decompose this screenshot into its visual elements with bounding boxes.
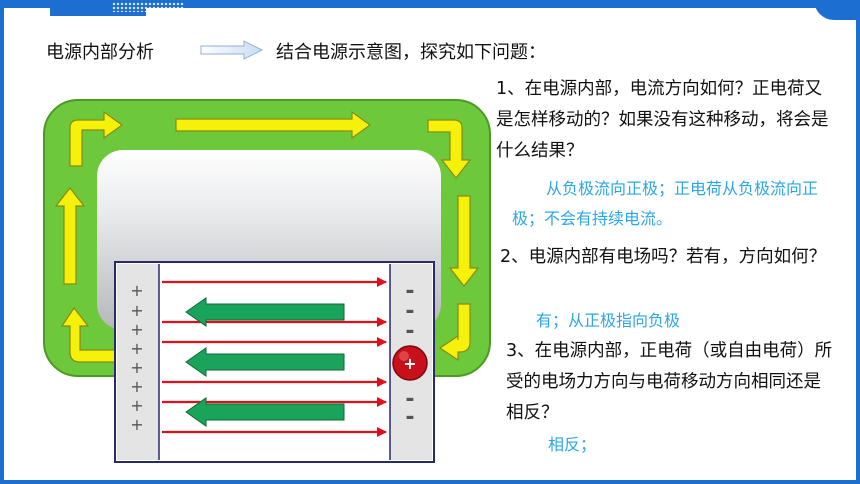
minus-sign: - — [405, 319, 414, 344]
question-2: 2、电源内部有电场吗？若有，方向如何？ — [500, 247, 827, 267]
plus-sign: + — [130, 320, 143, 339]
electric-field-lines — [162, 277, 387, 437]
green-arrow-left — [185, 347, 345, 377]
minus-sign: - — [405, 279, 414, 304]
force-arrows — [185, 297, 345, 427]
slide-top-tab — [50, 0, 184, 16]
yellow-arrow-corner-tl — [69, 110, 124, 167]
positive-charges: + + + + + + + + — [130, 281, 143, 434]
current-direction-arrows — [54, 110, 480, 363]
minus-sign: - — [405, 299, 414, 324]
charge-label: + — [403, 354, 416, 373]
minus-sign: - — [405, 405, 414, 430]
answer-1: 从负极流向正极；正电荷从负极流向正极；不会有持续电流。 — [512, 179, 819, 228]
power-source-diagram: + + + + + + + + - - - - - + — [43, 99, 491, 463]
plus-sign: + — [130, 281, 143, 300]
question-1: 1、在电源内部，电流方向如何？正电荷又是怎样移动的？如果没有这种移动，将会是什么… — [496, 79, 829, 161]
green-arrow-left — [185, 397, 345, 427]
page-title: 电源内部分析 — [46, 42, 154, 63]
plus-sign: + — [130, 339, 143, 358]
yellow-arrow-right — [448, 195, 480, 287]
plus-sign: + — [130, 301, 143, 320]
plus-sign: + — [130, 396, 143, 415]
yellow-arrow-top-1 — [175, 110, 372, 140]
yellow-arrow-corner-bl — [60, 306, 119, 363]
positive-charge: + — [392, 345, 428, 381]
yellow-arrow-corner-br — [438, 303, 471, 362]
answer-2: 有；从正极指向负极 — [536, 311, 681, 330]
yellow-arrow-corner-tr — [427, 119, 472, 179]
plus-sign: + — [130, 358, 143, 377]
green-arrow-left — [185, 297, 345, 327]
intro-text: 结合电源示意图，探究如下问题： — [276, 42, 546, 63]
slide-corner-decoration — [814, 0, 860, 20]
right-arrow-icon — [200, 40, 264, 60]
question-3: 3、在电源内部，正电荷（或自由电荷）所受的电场力方向与电荷移动方向相同还是相反？ — [506, 341, 833, 423]
dot-pattern — [112, 2, 184, 12]
plus-sign: + — [130, 377, 143, 396]
minus-sign: - — [405, 387, 414, 412]
positive-plate — [117, 264, 159, 460]
plus-sign: + — [130, 415, 143, 434]
yellow-arrow-left — [54, 187, 86, 285]
answer-3: 相反； — [548, 435, 597, 454]
negative-charges: - - - - - — [405, 279, 414, 430]
